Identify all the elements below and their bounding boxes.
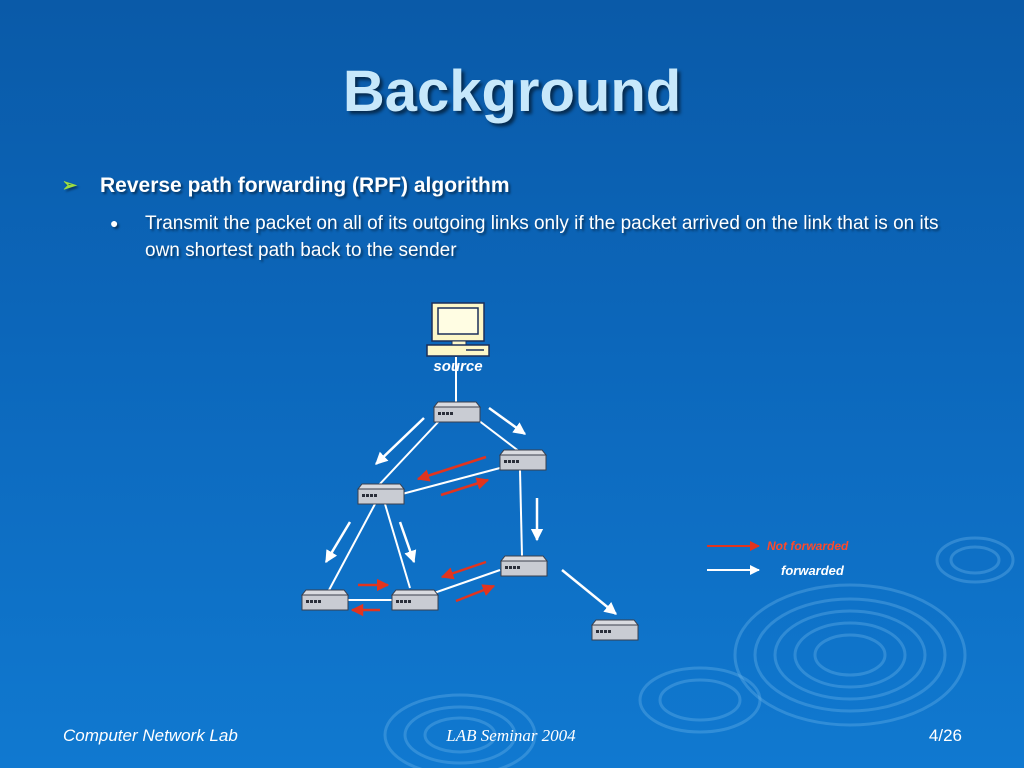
link-r2-r5	[327, 503, 376, 593]
forwarded-arrow	[561, 569, 617, 615]
not-forwarded-arrow	[416, 455, 487, 482]
link-r3-r4	[519, 469, 523, 557]
router-icon	[590, 619, 640, 641]
link-r1-r2	[377, 419, 441, 487]
page-number: 4/26	[928, 726, 962, 745]
arrow-bullet-icon: ➢	[62, 175, 78, 195]
not-forwarded-arrow	[455, 584, 496, 603]
link-r1-r3	[477, 419, 521, 453]
slide-title: Background	[342, 59, 682, 124]
footer-lab-name: Computer Network Lab	[63, 726, 238, 745]
bullet-level2-text: Transmit the packet on all of its outgoi…	[145, 213, 939, 261]
link-r2-r6	[384, 503, 411, 589]
footer-seminar: LAB Seminar 2004	[446, 726, 576, 745]
forwarded-arrow	[398, 521, 417, 564]
router-icon	[432, 401, 482, 423]
legend-forwarded-label: forwarded	[781, 563, 845, 578]
link-r6-r4	[433, 569, 501, 594]
legend-not-forwarded-label: Not forwarded	[767, 539, 849, 553]
router-icon	[498, 449, 548, 471]
network-links	[327, 357, 523, 601]
forwarded-arrow	[375, 417, 425, 465]
not-forwarded-arrow	[440, 477, 490, 497]
router-icon	[499, 555, 549, 577]
router-icon	[390, 589, 440, 611]
not-forwarded-arrow	[440, 560, 487, 580]
router-icon	[356, 483, 406, 505]
source-label: source	[433, 358, 482, 375]
not-forwarded-arrows	[350, 455, 496, 617]
link-r2-r3	[401, 467, 501, 495]
bullet-level1-text: Reverse path forwarding (RPF) algorithm	[100, 174, 510, 197]
legend: Not forwarded forwarded	[707, 539, 849, 578]
forwarded-arrows	[324, 406, 617, 615]
source-computer-icon	[426, 302, 490, 357]
dot-bullet-icon: ●	[110, 215, 119, 231]
forwarded-arrow	[488, 406, 527, 436]
forwarded-arrow	[324, 521, 352, 564]
router-icon	[300, 589, 350, 611]
